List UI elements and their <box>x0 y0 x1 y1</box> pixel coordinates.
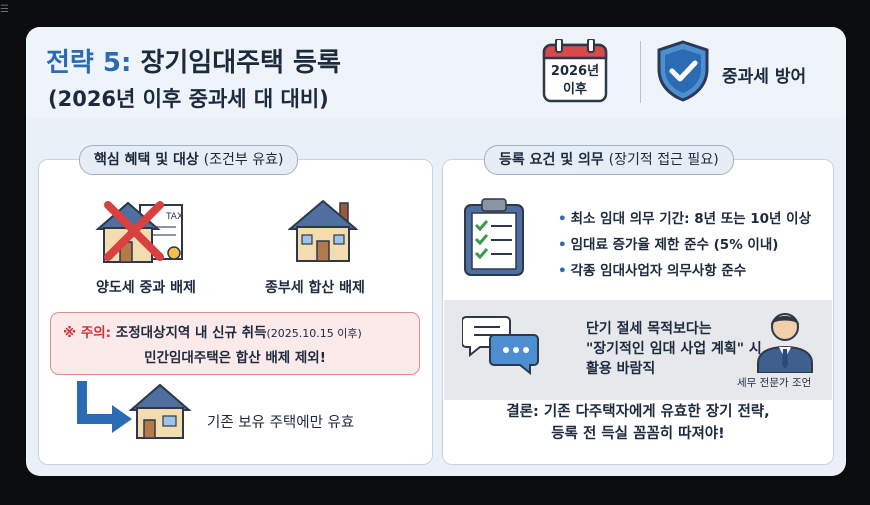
requirement-item: •최소 임대 의무 기간: 8년 또는 10년 이상 <box>558 211 811 227</box>
expert-caption: 세무 전문가 조언 <box>737 377 812 389</box>
calendar-line1: 2026년 <box>551 64 599 79</box>
requirement-text-3: 각종 임대사업자 의무사항 준수 <box>570 263 747 279</box>
warning-text1: 조정대상지역 내 신규 취득 <box>115 325 267 341</box>
background-text: ☰ <box>0 4 9 15</box>
page-subtitle: (2026년 이후 중과세 대 대비) <box>48 87 329 111</box>
advice-line-3: 활용 바람직 <box>586 361 656 377</box>
existing-house-icon <box>129 383 191 439</box>
house-icon <box>288 199 358 262</box>
svg-text:TAX: TAX <box>165 212 183 222</box>
requirement-item: •임대료 증가율 제한 준수 (5% 이내) <box>558 237 779 253</box>
arrow-icon <box>77 381 132 433</box>
house-cross-icon: TAX <box>95 201 183 263</box>
page-title: 전략 5: 장기임대주택 등록 <box>46 42 341 79</box>
warning-label: ※ 주의: <box>63 325 112 341</box>
clipboard-checklist-icon <box>464 198 524 276</box>
benefits-heading-label: 핵심 혜택 및 대상 <box>94 152 199 168</box>
calendar-line2: 이후 <box>563 81 587 97</box>
shield-check-icon <box>657 40 709 102</box>
title-main: 장기임대주택 등록 <box>140 48 341 78</box>
requirements-heading-note: (장기적 접근 필요) <box>608 152 719 168</box>
calendar-icon: 2026년 이후 <box>542 39 608 103</box>
requirements-heading-label: 등록 요건 및 의무 <box>499 152 604 168</box>
conclusion-line-2: 등록 전 득실 꼼꼼히 따져야! <box>551 426 725 442</box>
benefits-heading-note: (조건부 유효) <box>203 152 284 168</box>
conclusion-line-1: 결론: 기존 다주택자에게 유효한 장기 전략, <box>506 404 770 420</box>
warning-box: ※ 주의: 조정대상지역 내 신규 취득(2025.10.15 이후) 민간임대… <box>50 312 420 375</box>
header <box>26 27 846 119</box>
warning-line1: ※ 주의: 조정대상지역 내 신규 취득(2025.10.15 이후) <box>63 321 362 341</box>
requirement-text-1: 최소 임대 의무 기간: 8년 또는 10년 이상 <box>570 211 811 227</box>
advice-line-1: 단기 절세 목적보다는 <box>586 321 712 337</box>
requirements-heading: 등록 요건 및 의무 (장기적 접근 필요) <box>484 145 734 175</box>
benefit-transfer-tax: 양도세 중과 배제 <box>96 280 196 296</box>
chat-bubbles-icon <box>462 316 539 375</box>
benefits-heading: 핵심 혜택 및 대상 (조건부 유효) <box>79 145 299 175</box>
infographic-card: 전략 5: 장기임대주택 등록 (2026년 이후 중과세 대 대비) 2026… <box>26 27 846 476</box>
advice-line-2: "장기적인 임대 사업 계획" 시 <box>586 341 762 357</box>
title-prefix: 전략 5: <box>46 48 132 78</box>
existing-only-label: 기존 보유 주택에만 유효 <box>207 415 355 431</box>
header-divider <box>640 41 641 103</box>
benefit-property-tax: 종부세 합산 배제 <box>265 280 365 296</box>
requirement-text-2: 임대료 증가율 제한 준수 (5% 이내) <box>570 237 779 253</box>
shield-label: 중과세 방어 <box>722 67 807 87</box>
consultant-icon <box>757 313 813 373</box>
warning-line2: 민간임대주택은 합산 배제 제외! <box>144 350 326 366</box>
requirement-item: •각종 임대사업자 의무사항 준수 <box>558 263 747 279</box>
conclusion: 결론: 기존 다주택자에게 유효한 장기 전략, 등록 전 득실 꼼꼼히 따져야… <box>444 401 832 445</box>
warning-date: (2025.10.15 이후) <box>266 327 362 340</box>
